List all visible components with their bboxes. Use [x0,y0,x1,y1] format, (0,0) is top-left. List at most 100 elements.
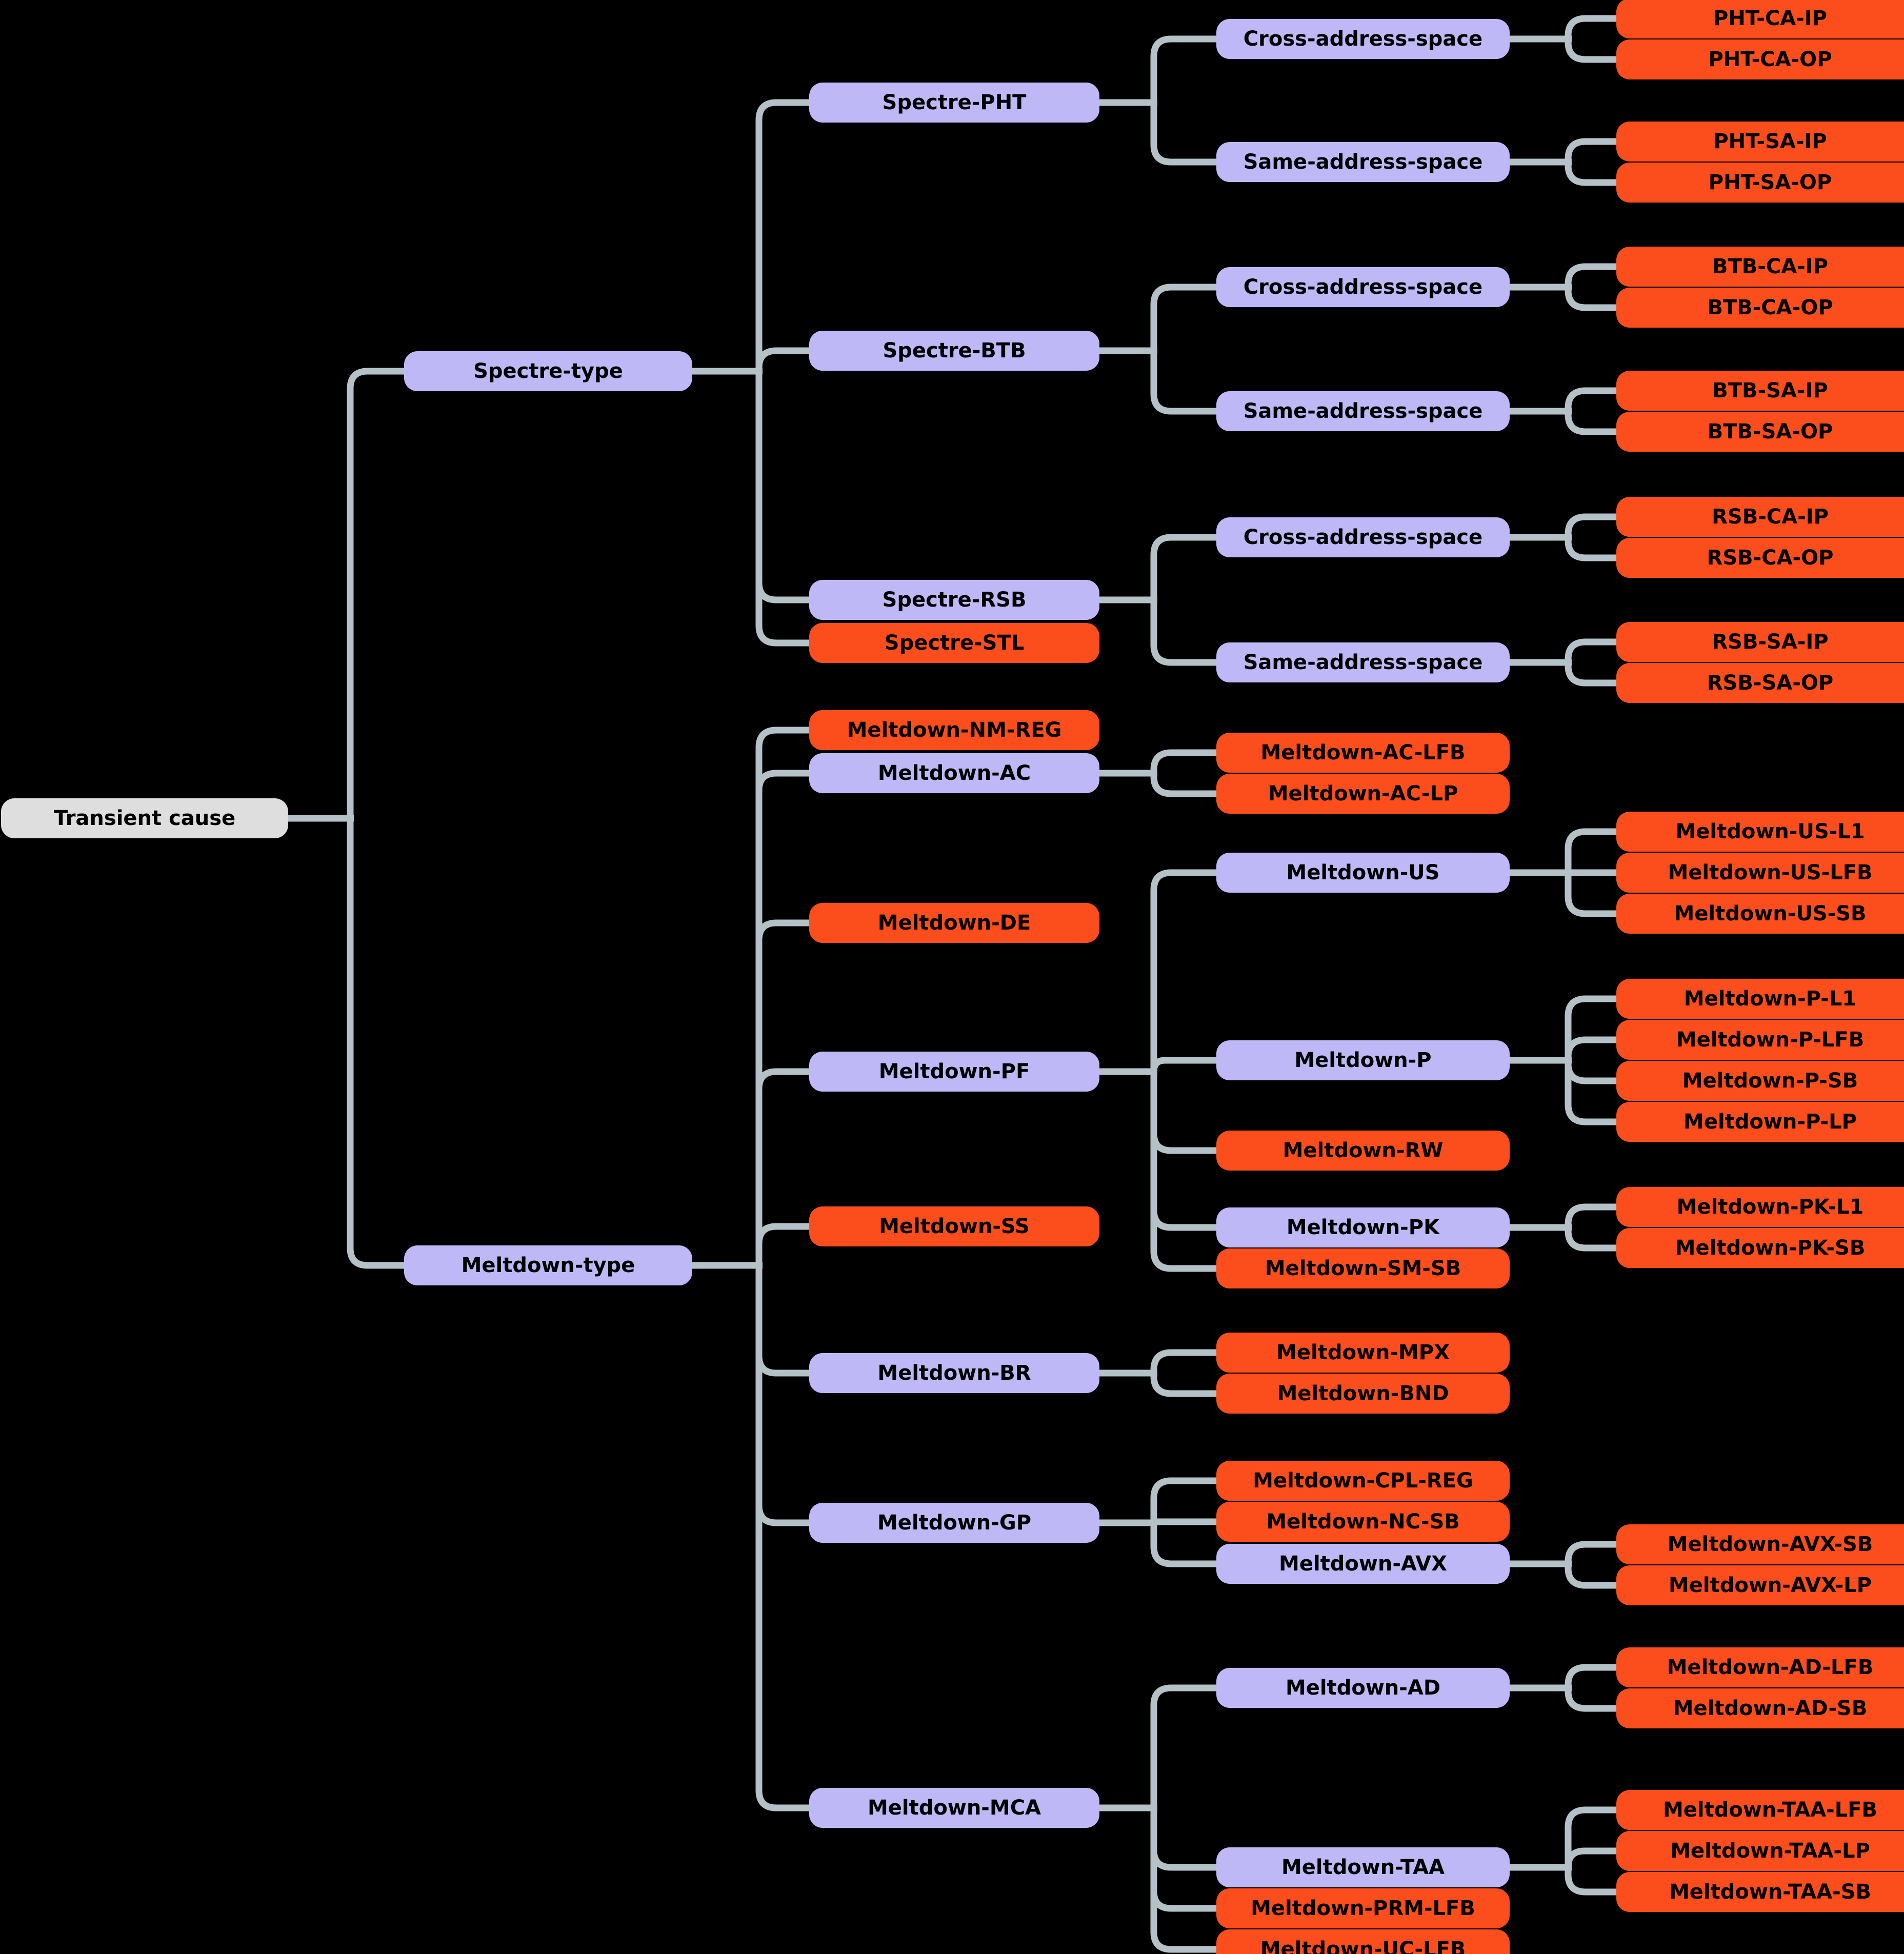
node-meltdown-pf: Meltdown-PF [809,1052,1099,1092]
edge-meltdown-p-to-meltdown-p-sb [1565,1060,1616,1084]
node-meltdown-ad-lfb: Meltdown-AD-LFB [1616,1647,1904,1687]
edge-meltdown-taa-to-meltdown-taa-sb [1565,1867,1616,1896]
node-cross-address-space: Cross-address-space [1216,517,1510,557]
node-spectre-btb: Spectre-BTB [809,331,1099,371]
node-meltdown-de: Meltdown-DE [809,903,1099,943]
edge-meltdown-type-to-meltdown-gp [755,1265,809,1526]
node-meltdown-bnd: Meltdown-BND [1216,1374,1510,1414]
node-meltdown-ac-lp: Meltdown-AC-LP [1216,774,1510,814]
edge-meltdown-p-to-meltdown-p-lp [1565,1060,1616,1125]
node-meltdown-us: Meltdown-US [1216,853,1510,893]
node-meltdown-ac-lfb: Meltdown-AC-LFB [1216,733,1510,773]
edge-meltdown-gp-to-meltdown-avx [1150,1523,1216,1567]
edge-meltdown-gp-to-meltdown-cpl-reg [1150,1477,1216,1523]
edge-same-address-space-to-pht-sa-ip [1565,138,1616,162]
node-meltdown-p-sb: Meltdown-P-SB [1616,1061,1904,1101]
edge-meltdown-br-to-meltdown-mpx [1150,1349,1216,1373]
edge-meltdown-ad-to-meltdown-ad-lfb [1565,1664,1616,1688]
node-pht-ca-ip: PHT-CA-IP [1616,0,1904,38]
edge-transient-cause-to-meltdown-type [347,818,404,1269]
node-transient-cause: Transient cause [1,798,288,838]
node-meltdown-pk-l1: Meltdown-PK-L1 [1616,1187,1904,1227]
node-meltdown-taa-sb: Meltdown-TAA-SB [1616,1872,1904,1912]
node-meltdown-p-l1: Meltdown-P-L1 [1616,979,1904,1019]
node-meltdown-ad: Meltdown-AD [1216,1668,1510,1708]
edge-meltdown-ac-to-meltdown-ac-lfb [1150,749,1216,773]
edge-meltdown-pf-to-meltdown-p [1150,1057,1216,1072]
edge-spectre-type-to-spectre-pht [755,99,809,371]
node-meltdown-avx-sb: Meltdown-AVX-SB [1616,1524,1904,1564]
node-cross-address-space: Cross-address-space [1216,267,1510,307]
node-spectre-rsb: Spectre-RSB [809,580,1099,620]
edge-cross-address-space-to-rsb-ca-ip [1565,513,1616,537]
node-meltdown-nm-reg: Meltdown-NM-REG [809,710,1099,750]
node-meltdown-sm-sb: Meltdown-SM-SB [1216,1248,1510,1288]
edge-meltdown-pf-to-meltdown-rw [1150,1072,1216,1154]
edge-meltdown-pk-to-meltdown-pk-l1 [1565,1203,1616,1227]
edge-same-address-space-to-btb-sa-ip [1565,387,1616,411]
edge-meltdown-type-to-meltdown-ac [755,770,809,1265]
node-same-address-space: Same-address-space [1216,391,1510,431]
node-meltdown-taa-lfb: Meltdown-TAA-LFB [1616,1790,1904,1830]
node-meltdown-p-lp: Meltdown-P-LP [1616,1102,1904,1142]
edge-same-address-space-to-rsb-sa-op [1565,662,1616,687]
node-rsb-ca-op: RSB-CA-OP [1616,538,1904,578]
edge-meltdown-mca-to-meltdown-ad [1150,1684,1216,1808]
node-meltdown-cpl-reg: Meltdown-CPL-REG [1216,1461,1510,1501]
node-meltdown-nc-sb: Meltdown-NC-SB [1216,1502,1510,1542]
node-meltdown-mpx: Meltdown-MPX [1216,1333,1510,1373]
node-meltdown-taa: Meltdown-TAA [1216,1847,1510,1887]
node-rsb-ca-ip: RSB-CA-IP [1616,497,1904,537]
node-meltdown-taa-lp: Meltdown-TAA-LP [1616,1831,1904,1871]
edge-meltdown-avx-to-meltdown-avx-sb [1565,1541,1616,1564]
node-meltdown-mca: Meltdown-MCA [809,1788,1099,1828]
node-same-address-space: Same-address-space [1216,142,1510,182]
node-meltdown-us-lfb: Meltdown-US-LFB [1616,853,1904,893]
edge-cross-address-space-to-btb-ca-op [1565,287,1616,311]
node-pht-sa-op: PHT-SA-OP [1616,163,1904,203]
node-same-address-space: Same-address-space [1216,642,1510,682]
node-cross-address-space: Cross-address-space [1216,19,1510,59]
edge-meltdown-us-to-meltdown-us-l1 [1565,828,1616,873]
node-meltdown-pk: Meltdown-PK [1216,1207,1510,1247]
edge-transient-cause-to-spectre-type [347,368,404,818]
node-meltdown-avx-lp: Meltdown-AVX-LP [1616,1565,1904,1605]
edge-meltdown-p-to-meltdown-p-lfb [1565,1036,1616,1060]
edge-meltdown-type-to-meltdown-pf [755,1068,809,1265]
node-rsb-sa-op: RSB-SA-OP [1616,663,1904,703]
edge-meltdown-p-to-meltdown-p-l1 [1565,995,1616,1060]
edge-cross-address-space-to-btb-ca-ip [1565,263,1616,287]
edge-meltdown-pf-to-meltdown-us [1150,869,1216,1072]
edge-meltdown-ad-to-meltdown-ad-sb [1565,1688,1616,1712]
edge-same-address-space-to-btb-sa-op [1565,411,1616,435]
node-meltdown-br: Meltdown-BR [809,1353,1099,1393]
node-btb-sa-ip: BTB-SA-IP [1616,371,1904,411]
node-rsb-sa-ip: RSB-SA-IP [1616,622,1904,662]
edge-spectre-type-to-spectre-stl [755,371,809,647]
edge-meltdown-type-to-meltdown-ss [755,1223,809,1265]
node-pht-sa-ip: PHT-SA-IP [1616,122,1904,162]
node-meltdown-ss: Meltdown-SS [809,1206,1099,1246]
edge-spectre-pht-to-same-address-space [1150,103,1216,166]
node-pht-ca-op: PHT-CA-OP [1616,39,1904,79]
edge-cross-address-space-to-pht-ca-ip [1565,15,1616,39]
edge-same-address-space-to-rsb-sa-ip [1565,638,1616,662]
node-meltdown-ac: Meltdown-AC [809,753,1099,793]
node-meltdown-pk-sb: Meltdown-PK-SB [1616,1228,1904,1268]
edge-spectre-pht-to-cross-address-space [1150,35,1216,103]
node-btb-ca-ip: BTB-CA-IP [1616,247,1904,287]
node-spectre-type: Spectre-type [404,351,692,391]
edge-spectre-type-to-spectre-rsb [755,371,809,603]
node-meltdown-rw: Meltdown-RW [1216,1131,1510,1171]
edge-meltdown-us-to-meltdown-us-sb [1565,873,1616,917]
edge-meltdown-mca-to-meltdown-taa [1150,1808,1216,1871]
node-meltdown-avx: Meltdown-AVX [1216,1544,1510,1584]
edge-meltdown-avx-to-meltdown-avx-lp [1565,1564,1616,1589]
edge-meltdown-mca-to-meltdown-uc-lfb [1150,1808,1216,1953]
edge-meltdown-type-to-meltdown-mca [755,1265,809,1811]
edge-meltdown-br-to-meltdown-bnd [1150,1373,1216,1397]
edge-meltdown-pk-to-meltdown-pk-sb [1565,1227,1616,1252]
edge-spectre-btb-to-cross-address-space [1150,284,1216,351]
